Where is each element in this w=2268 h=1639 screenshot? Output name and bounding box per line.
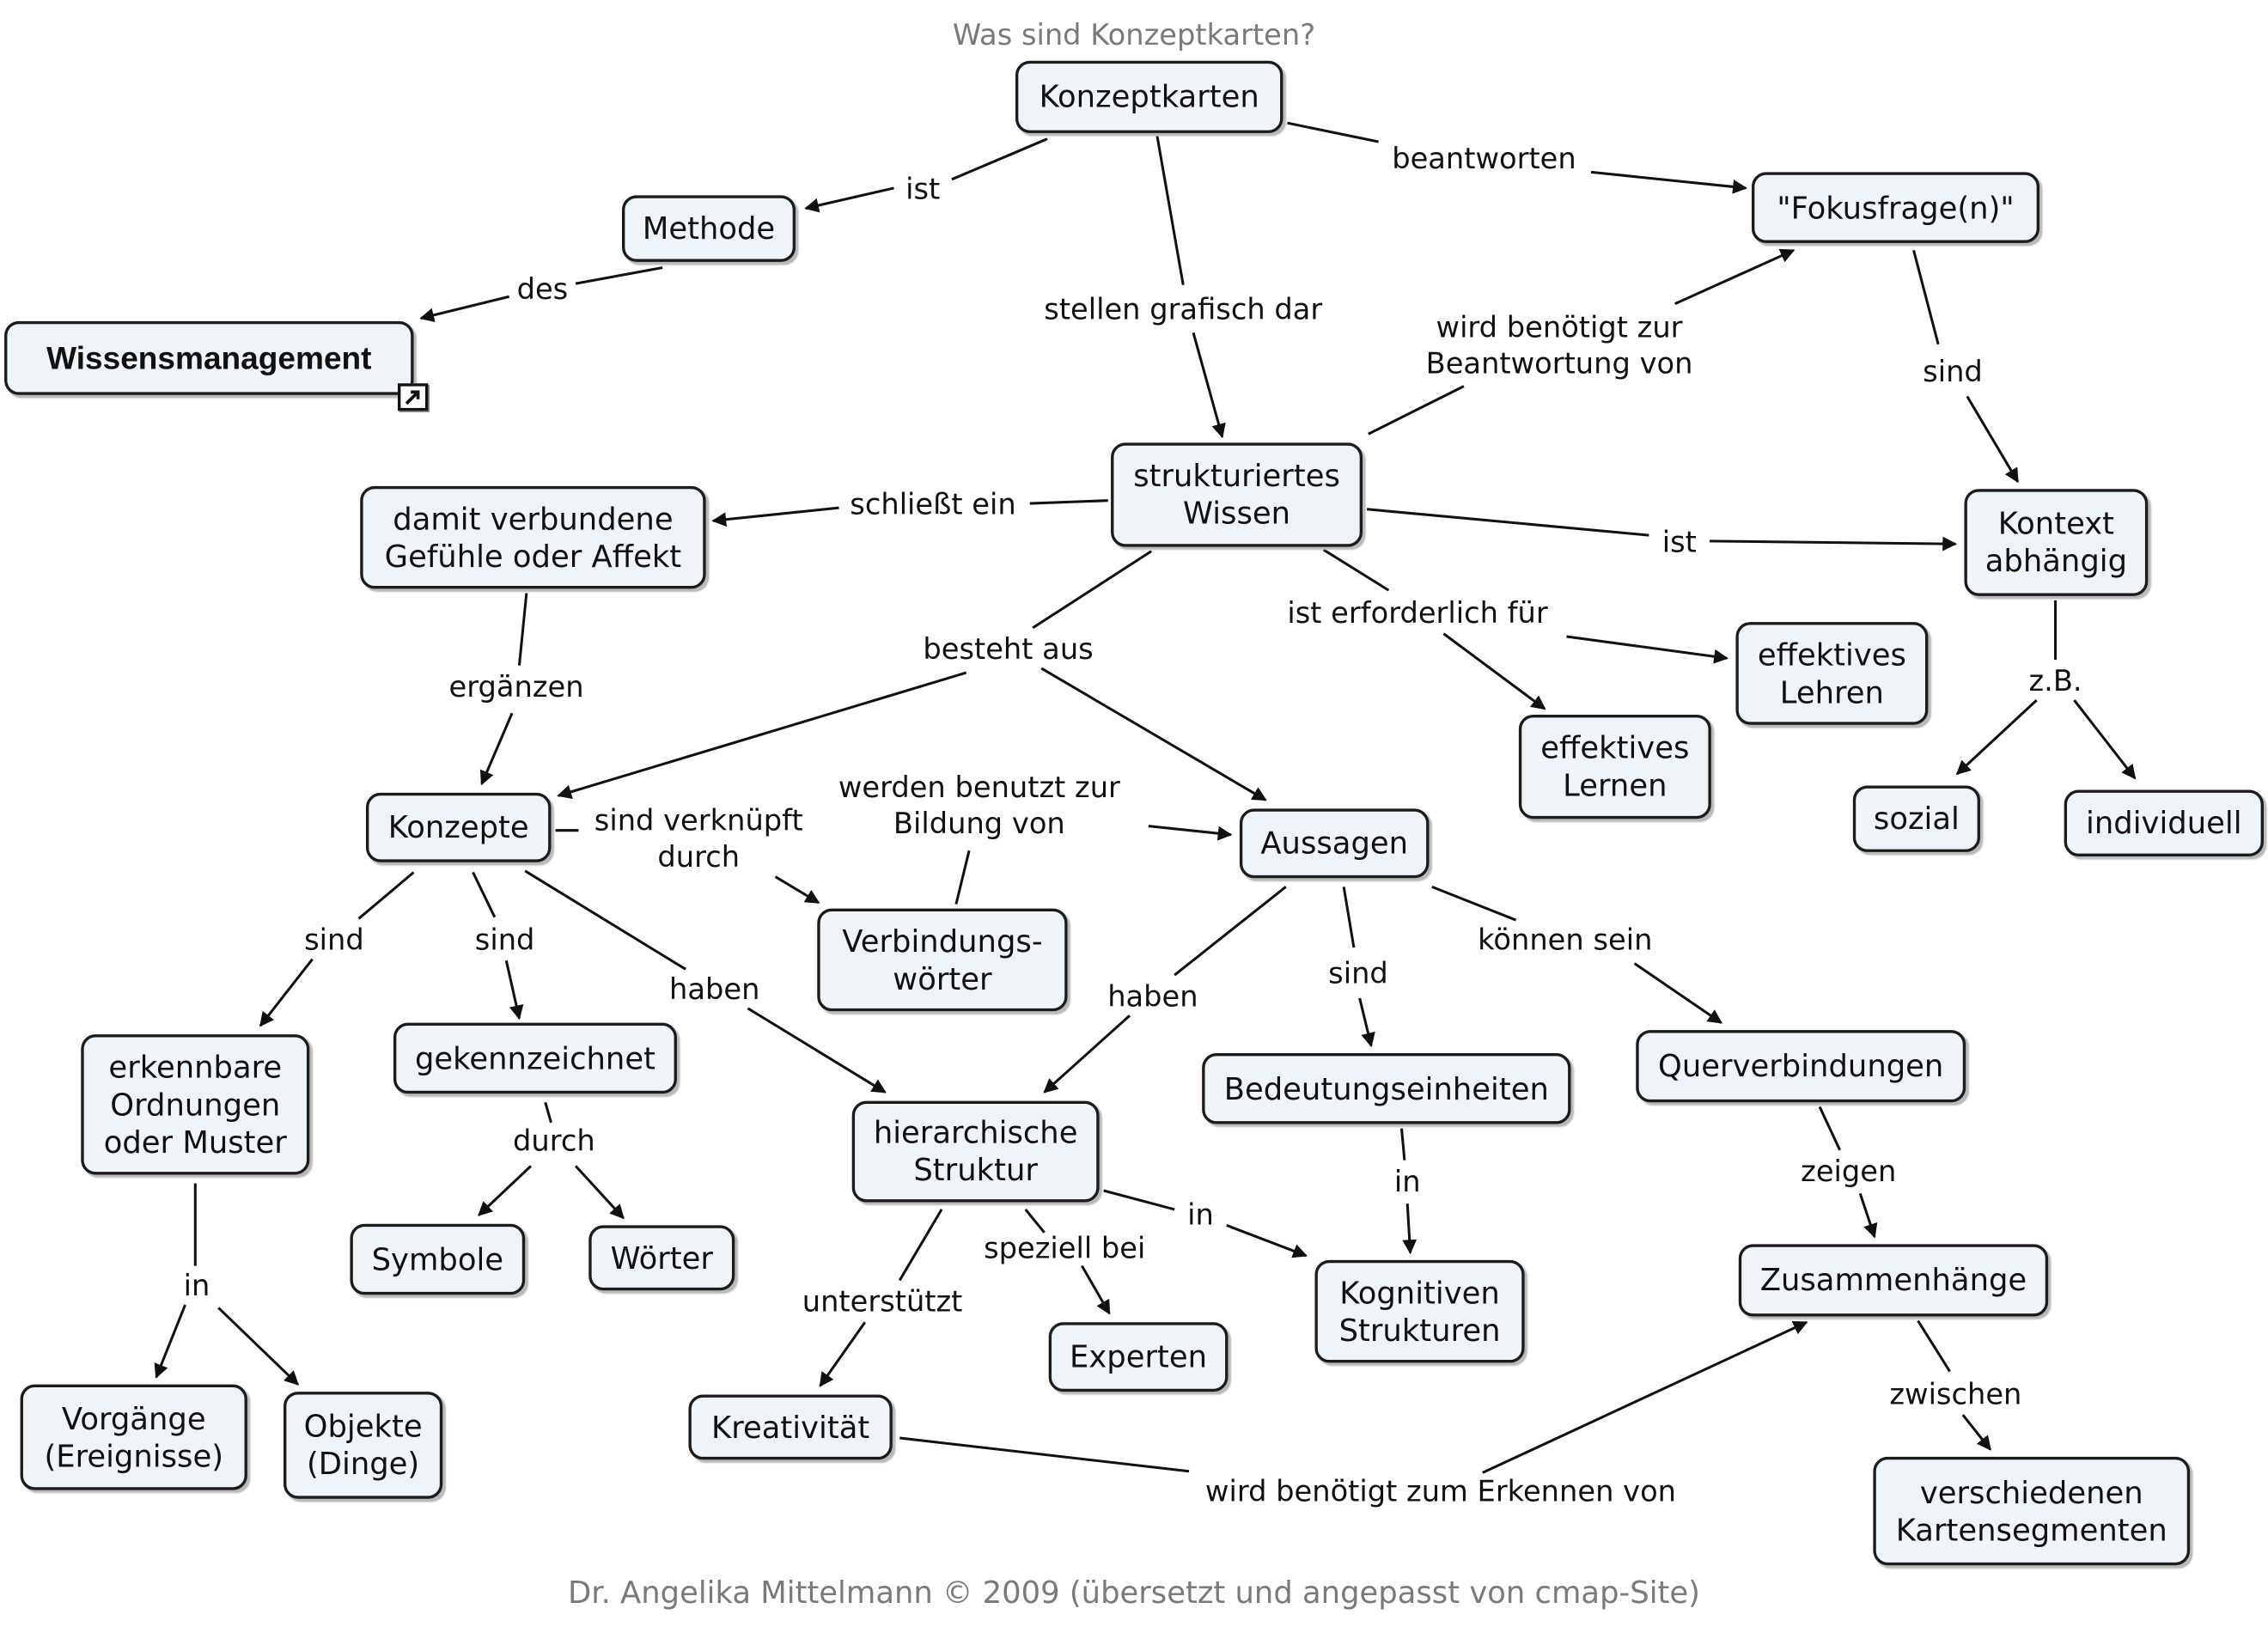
link-label-sind-verknuepft-durch: sind verknüpft durch (594, 802, 803, 874)
concept-effektives-lernen[interactable]: effektives Lernen (1518, 714, 1711, 820)
concept-fokusfragen[interactable]: "Fokusfrage(n)" (1751, 172, 2040, 243)
link-label-koennen-sein: können sein (1478, 922, 1653, 958)
link-label-beantworten: beantworten (1392, 141, 1576, 176)
link-label-haben: haben (669, 971, 760, 1007)
link-label-haben: haben (1107, 978, 1198, 1014)
concept-kartensegmente[interactable]: verschiedenen Kartensegmenten (1873, 1456, 2191, 1566)
link-label-durch: durch (513, 1123, 595, 1159)
link-label-ist: ist (1661, 524, 1697, 559)
link-label-in: in (1393, 1163, 1421, 1199)
concept-wissensmanagement[interactable]: Wissensmanagement (4, 320, 414, 395)
concept-gefuehle-affekt[interactable]: damit verbundene Gefühle oder Affekt (360, 485, 706, 589)
concept-woerter[interactable]: Wörter (588, 1225, 735, 1291)
link-label-ist-erforderlich-fuer: ist erforderlich für (1287, 595, 1548, 631)
link-label-schliesst-ein: schließt ein (850, 486, 1016, 522)
concept-strukturiertes-wissen[interactable]: strukturiertes Wissen (1111, 442, 1363, 547)
link-label-werden-benutzt-zur: werden benutzt zur Bildung von (838, 769, 1120, 841)
link-label-sind: sind (474, 922, 535, 958)
copyright-footer: Dr. Angelika Mittelmann © 2009 (übersetz… (568, 1575, 1700, 1611)
concept-individuell[interactable]: individuell (2064, 789, 2264, 856)
map-title: Was sind Konzeptkarten? (952, 17, 1316, 52)
concept-sozial[interactable]: sozial (1852, 785, 1980, 852)
concept-kognitive-strukturen[interactable]: Kognitiven Strukturen (1314, 1259, 1525, 1363)
concept-zusammenhaenge[interactable]: Zusammenhänge (1738, 1244, 2049, 1317)
link-label-sind: sind (1328, 955, 1388, 990)
concept-aussagen[interactable]: Aussagen (1239, 808, 1430, 879)
concept-hierarchische-struktur[interactable]: hierarchische Struktur (851, 1100, 1100, 1203)
link-label-in: in (183, 1268, 210, 1303)
concept-effektives-lehren[interactable]: effektives Lehren (1735, 622, 1929, 725)
link-label-des: des (516, 271, 569, 307)
concept-gekennzeichnet[interactable]: gekennzeichnet (393, 1022, 677, 1094)
concept-erkennbare-ordnungen[interactable]: erkennbare Ordnungen oder Muster (81, 1034, 310, 1175)
link-label-in: in (1187, 1197, 1214, 1233)
link-label-stellen-grafisch-dar: stellen grafisch dar (1044, 291, 1323, 326)
concept-symbole[interactable]: Symbole (350, 1223, 526, 1295)
link-label-unterstuetzt: unterstützt (802, 1283, 963, 1319)
link-label-sind: sind (304, 922, 364, 958)
concept-kontext-abhaengig[interactable]: Kontext abhängig (1964, 489, 2149, 596)
link-label-wird-benoetigt-erkennen: wird benötigt zum Erkennen von (1204, 1473, 1677, 1508)
concept-bedeutungseinheiten[interactable]: Bedeutungseinheiten (1202, 1053, 1571, 1124)
link-label-ist: ist (905, 171, 941, 206)
concept-objekte[interactable]: Objekte (Dinge) (284, 1392, 443, 1499)
concept-verbindungswoerter[interactable]: Verbindungs- wörter (817, 908, 1068, 1012)
link-label-speziell-bei: speziell bei (984, 1230, 1146, 1265)
link-label-sind: sind (1923, 353, 1983, 389)
concept-kreativitaet[interactable]: Kreativität (688, 1394, 893, 1460)
external-link-icon[interactable] (398, 383, 429, 411)
concept-querverbindungen[interactable]: Querverbindungen (1636, 1030, 1966, 1103)
concept-konzeptkarten[interactable]: Konzeptkarten (1015, 60, 1283, 133)
link-label-zeigen: zeigen (1801, 1154, 1897, 1189)
link-label-zb: z.B. (2028, 663, 2082, 698)
link-label-ergaenzen: ergänzen (448, 668, 584, 704)
link-label-zwischen: zwischen (1889, 1376, 2022, 1411)
link-label-besteht-aus: besteht aus (923, 631, 1094, 667)
link-label-wird-benoetigt-beantwortung: wird benötigt zur Beantwortung von (1425, 309, 1693, 381)
concept-vorgaenge[interactable]: Vorgänge (Ereignisse) (20, 1384, 247, 1490)
concept-experten[interactable]: Experten (1048, 1322, 1228, 1392)
concept-methode[interactable]: Methode (621, 195, 796, 262)
concept-konzepte[interactable]: Konzepte (365, 792, 552, 862)
